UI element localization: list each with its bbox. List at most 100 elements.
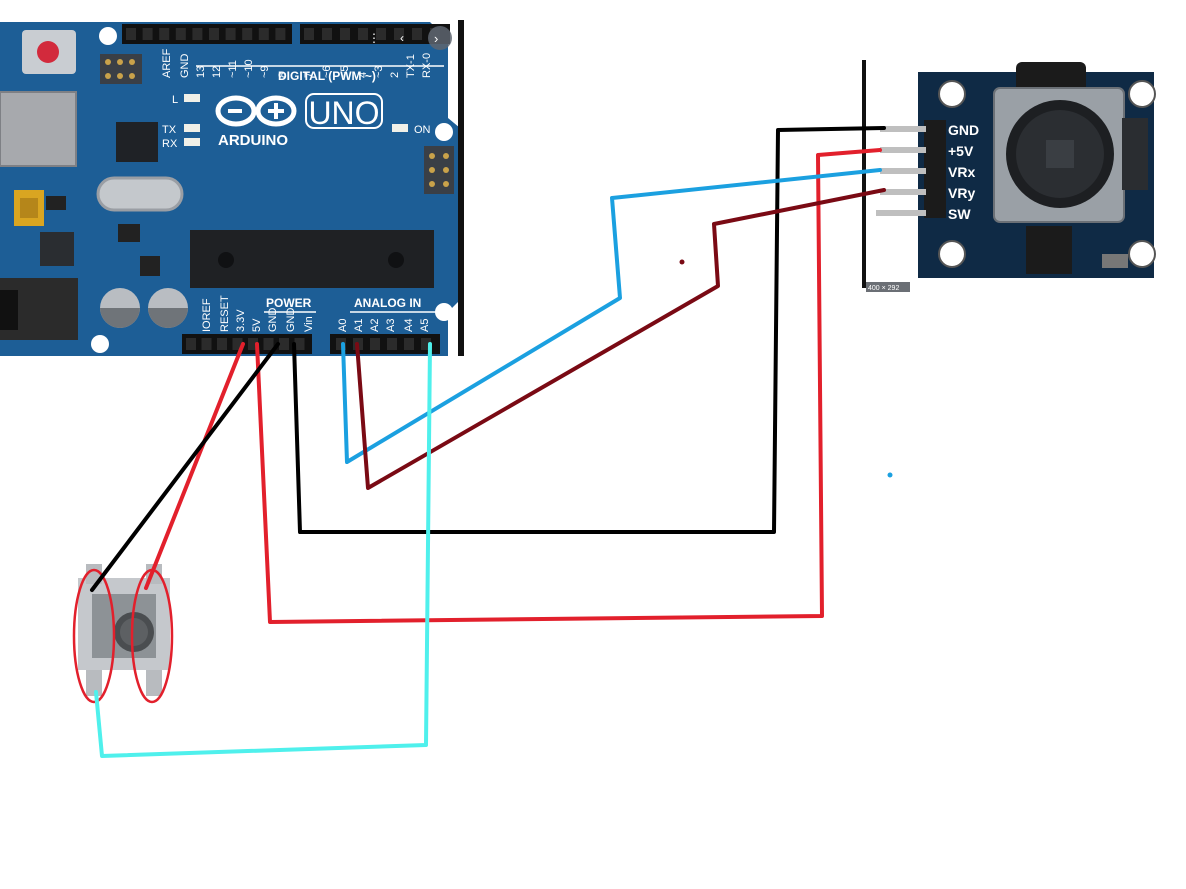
header-pin	[192, 28, 203, 40]
label-led-rx: RX	[162, 138, 178, 150]
digital-pin-label: 8	[277, 72, 289, 78]
power-pin-label: 3.3V	[235, 309, 247, 332]
wire-a5-button	[94, 342, 432, 758]
digital-label: DIGITAL (PWM ~)	[278, 69, 376, 83]
digital-pin-label: 4	[357, 72, 369, 78]
highlight-ellipse-left	[72, 568, 116, 704]
header-pin	[242, 28, 253, 40]
header-pin	[225, 28, 236, 40]
header-pin	[258, 28, 269, 40]
header-pin	[412, 28, 422, 40]
header-pin	[201, 338, 212, 350]
led-on	[392, 124, 408, 132]
arduino-logo-icon	[215, 95, 297, 127]
board-model: UNO	[308, 95, 379, 131]
wire-gnd-joystick	[292, 126, 886, 534]
led-l	[184, 94, 200, 102]
stick-knob	[1046, 140, 1074, 168]
header-pin	[370, 338, 380, 350]
power-pin-labels: IOREF RESET 3.3V 5V GND GND Vin	[201, 295, 315, 332]
header-pin	[248, 338, 258, 350]
board-brand: ARDUINO	[218, 132, 288, 149]
board-edge-line	[458, 20, 464, 356]
digital-pin-label: GND	[179, 54, 191, 79]
button-leg	[86, 670, 102, 696]
chevron-right-icon: ›	[434, 31, 438, 46]
analog-pin-label: A2	[369, 319, 381, 332]
header-pin	[126, 28, 136, 40]
header-pin	[322, 28, 332, 40]
icsp-header-right	[424, 146, 454, 194]
header-pin	[304, 28, 314, 40]
power-pin-label: GND	[285, 308, 297, 333]
wire-5v-joystick	[255, 148, 882, 624]
joystick-pin-header	[924, 120, 946, 218]
wire-a0-vrx	[341, 168, 882, 464]
power-pin-label: 5V	[251, 318, 263, 332]
header-pin	[340, 28, 350, 40]
digital-pin-label: ~6	[321, 65, 333, 78]
header-pin	[275, 28, 286, 40]
analog-pin-label: A3	[385, 319, 397, 332]
header-pin	[175, 28, 186, 40]
header-pin	[159, 28, 170, 40]
icsp-header	[100, 54, 142, 84]
header-pin	[142, 28, 153, 40]
led-rx	[184, 138, 200, 146]
digital-pin-label: 2	[389, 72, 401, 78]
header-pin	[279, 338, 289, 350]
analog-label: ANALOG IN	[354, 296, 421, 310]
analog-pin-label: A0	[337, 319, 349, 332]
header-pin	[394, 28, 404, 40]
wire-3v3-button	[144, 342, 245, 590]
analog-pin-label: A1	[353, 319, 365, 332]
header-pin	[294, 338, 305, 350]
push-button-module	[72, 564, 174, 704]
digital-pin-label: AREF	[161, 48, 173, 78]
analog-pin-label: A4	[403, 319, 415, 332]
power-pin-label: Vin	[303, 316, 315, 332]
power-pin-label: GND	[267, 308, 279, 333]
mounting-hole	[91, 335, 109, 353]
more-dots-icon: ⋮	[368, 31, 380, 45]
button-leg	[146, 670, 162, 696]
label-led-tx: TX	[162, 124, 177, 136]
header-pin	[263, 338, 274, 350]
digital-pin-label: 13	[195, 66, 207, 78]
joystick-edge-line	[862, 60, 866, 288]
label-led-l: L	[172, 94, 178, 106]
image-size-badge	[866, 282, 910, 292]
digital-pin-label: ~5	[339, 65, 351, 78]
joystick-pin-label: SW	[948, 206, 971, 222]
mounting-hole	[938, 80, 966, 108]
joystick-pin-label: GND	[948, 122, 979, 138]
led-tx	[184, 124, 200, 132]
power-pin-label: RESET	[219, 295, 231, 332]
stray-dot	[679, 259, 685, 265]
image-size-label: 400 × 292	[868, 285, 899, 292]
label-led-on: ON	[414, 124, 431, 136]
voltage-regulator	[40, 232, 74, 266]
mounting-hole	[435, 303, 453, 321]
header-pin	[421, 338, 431, 350]
power-pin-label: IOREF	[201, 298, 213, 332]
wire-a1-vry	[355, 188, 886, 490]
usb-chip	[116, 122, 158, 162]
digital-pin-label: ~10	[243, 59, 255, 78]
joystick-pin-label: VRx	[948, 164, 975, 180]
crystal	[96, 176, 184, 212]
digital-pin-label: ~9	[259, 65, 271, 78]
mounting-hole	[1128, 240, 1156, 268]
digital-pin-label: 7	[303, 72, 315, 78]
header-pin	[209, 28, 219, 40]
header-pin	[358, 28, 368, 40]
digital-pin-label: ~3	[373, 65, 385, 78]
stray-dot	[887, 472, 893, 478]
power-label: POWER	[266, 296, 312, 310]
mounting-hole	[1128, 80, 1156, 108]
mounting-hole	[938, 240, 966, 268]
